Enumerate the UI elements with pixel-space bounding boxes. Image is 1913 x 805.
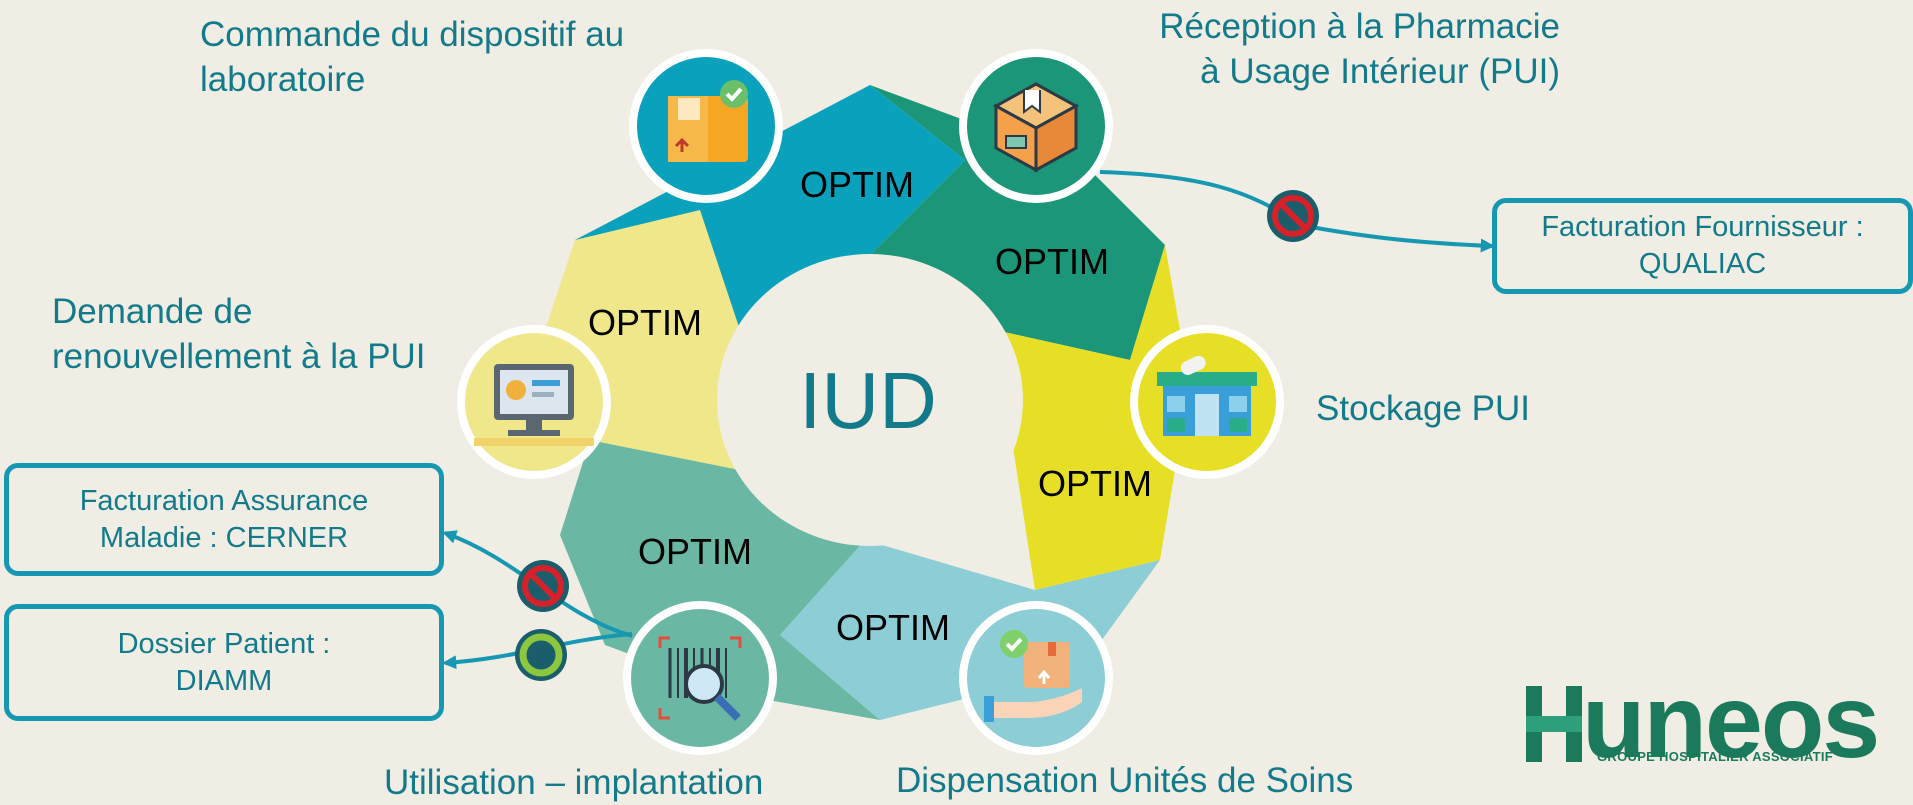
step-label-renewal: Demande de renouvellement à la PUI: [52, 289, 426, 379]
segment-label-storage: OPTIM: [1038, 463, 1152, 504]
step-label-reception-line1: Réception à la Pharmacie: [1159, 7, 1560, 46]
step-label-dispensation: Dispensation Unités de Soins: [896, 758, 1353, 803]
package-check-icon: [668, 80, 748, 162]
insurance-billing-line2: Maladie : CERNER: [99, 521, 349, 554]
box-icon: [992, 82, 1080, 173]
no-entry-icon: [517, 560, 569, 612]
step-label-order: Commande du dispositif au laboratoire: [200, 12, 624, 102]
step-label-order-line1: Commande du dispositif au: [200, 15, 625, 54]
center-label: IUD: [799, 356, 937, 445]
patient-record-box: Dossier Patient : DIAMM: [4, 604, 444, 721]
hand-package-icon: [984, 630, 1082, 722]
step-icon-use: [623, 601, 777, 755]
patient-record-line2: DIAMM: [175, 664, 273, 697]
step-label-use-line1: Utilisation – implantation: [384, 763, 764, 802]
step-icon-dispensation: [959, 601, 1113, 755]
step-label-order-line2: laboratoire: [200, 60, 366, 99]
no-entry-icon: [1267, 190, 1319, 242]
step-label-reception-line2: à Usage Intérieur (PUI): [1200, 52, 1560, 91]
insurance-billing-box: Facturation Assurance Maladie : CERNER: [4, 463, 444, 576]
step-icon-storage: [1130, 325, 1284, 479]
step-label-renewal-line2: renouvellement à la PUI: [52, 337, 426, 376]
center-circle: [717, 254, 1023, 546]
step-icon-order: [629, 49, 783, 203]
step-icon-renewal: [457, 325, 611, 479]
step-label-storage-line1: Stockage PUI: [1316, 389, 1530, 428]
supplier-billing-line2: QUALIAC: [1638, 248, 1767, 280]
connected-ring-icon: [515, 629, 567, 681]
computer-icon: [474, 364, 594, 446]
step-icon-reception: [959, 49, 1113, 203]
supplier-billing-line1: Facturation Fournisseur :: [1541, 211, 1864, 243]
step-label-renewal-line1: Demande de: [52, 292, 253, 331]
ring-segment-storage: [995, 245, 1180, 590]
ring-segment-dispensation: [780, 540, 1160, 720]
step-label-dispensation-line1: Dispensation Unités de Soins: [896, 761, 1354, 800]
uneos-logo-mark: [1526, 686, 1582, 762]
step-label-reception: Réception à la Pharmacie à Usage Intérie…: [1090, 4, 1560, 94]
segment-label-use: OPTIM: [638, 531, 752, 572]
segment-labels: OPTIM OPTIM OPTIM OPTIM OPTIM OPTIM: [588, 164, 1152, 648]
supplier-billing-box: Facturation Fournisseur : QUALIAC: [1492, 198, 1913, 294]
segment-label-renewal: OPTIM: [588, 302, 702, 343]
logo-tagline: GROUPE HOSPITALIER ASSOCIATIF: [1597, 749, 1833, 764]
segment-label-dispensation: OPTIM: [836, 607, 950, 648]
barcode-scan-icon: [658, 636, 742, 721]
step-label-use: Utilisation – implantation: [384, 760, 763, 805]
pharmacy-building-icon: [1157, 355, 1257, 436]
step-label-storage: Stockage PUI: [1316, 386, 1530, 431]
patient-record-line1: Dossier Patient :: [117, 627, 331, 660]
logo-wordmark: uneos: [1582, 664, 1880, 780]
segment-label-order: OPTIM: [800, 164, 914, 205]
segment-label-reception: OPTIM: [995, 241, 1109, 282]
insurance-billing-line1: Facturation Assurance: [79, 484, 369, 517]
